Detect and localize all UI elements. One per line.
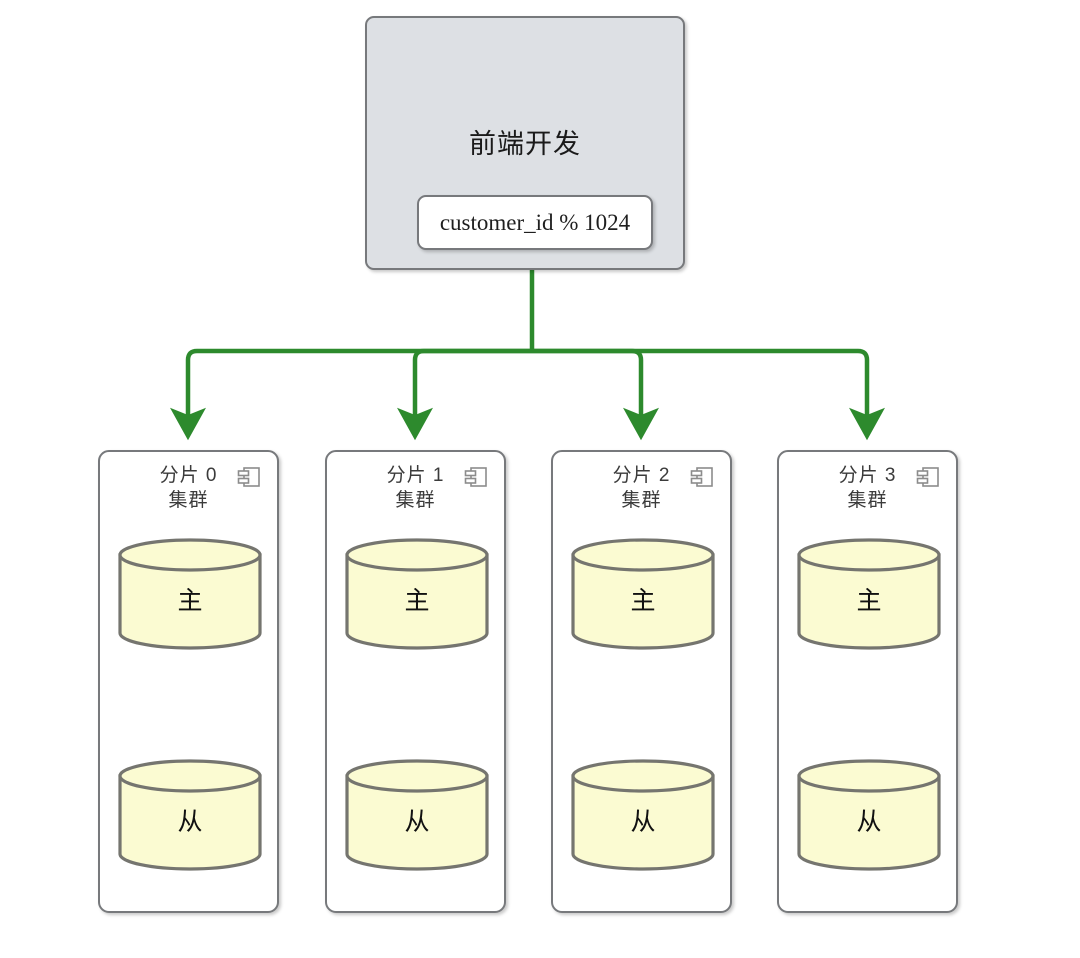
frontend-node[interactable]: 前端开发 customer_id % 1024 — [365, 16, 685, 270]
database-primary-shard-1[interactable]: 主 — [344, 537, 490, 651]
cluster-label-shard-2: 分片 2 集群 — [553, 463, 730, 513]
shard-key-box[interactable]: customer_id % 1024 — [417, 195, 653, 250]
database-primary-label: 主 — [630, 586, 656, 615]
cluster-label-line2: 集群 — [847, 490, 888, 511]
routing-edge-shard-1 — [397, 348, 532, 441]
cluster-label-line2: 集群 — [168, 490, 209, 511]
cluster-label-line1: 分片 0 — [159, 465, 218, 486]
database-replica-label: 从 — [630, 807, 656, 836]
routing-edge-shard-2 — [532, 348, 659, 441]
database-primary-label: 主 — [404, 586, 430, 615]
database-primary-label: 主 — [177, 586, 203, 615]
cluster-label-shard-1: 分片 1 集群 — [327, 463, 504, 513]
cluster-label-line1: 分片 3 — [838, 465, 897, 486]
database-replica-label: 从 — [177, 807, 203, 836]
database-replica-label: 从 — [404, 807, 430, 836]
database-replica-label: 从 — [856, 807, 882, 836]
cluster-label-shard-3: 分片 3 集群 — [779, 463, 956, 513]
frontend-title: 前端开发 — [469, 129, 581, 159]
cluster-label-line1: 分片 2 — [612, 465, 671, 486]
cluster-label-line2: 集群 — [395, 490, 436, 511]
cluster-shard-0[interactable]: 分片 0 集群 主 从 — [98, 450, 279, 913]
component-icon — [916, 467, 939, 487]
database-replica-shard-0[interactable]: 从 — [117, 758, 263, 872]
database-replica-shard-3[interactable]: 从 — [796, 758, 942, 872]
cluster-shard-2[interactable]: 分片 2 集群 主 从 — [551, 450, 732, 913]
component-icon — [464, 467, 487, 487]
database-primary-shard-3[interactable]: 主 — [796, 537, 942, 651]
cluster-label-shard-0: 分片 0 集群 — [100, 463, 277, 513]
cluster-label-line1: 分片 1 — [386, 465, 445, 486]
database-replica-shard-1[interactable]: 从 — [344, 758, 490, 872]
database-primary-shard-2[interactable]: 主 — [570, 537, 716, 651]
routing-edge-shard-0 — [170, 348, 532, 441]
database-replica-shard-2[interactable]: 从 — [570, 758, 716, 872]
component-icon — [690, 467, 713, 487]
routing-edge-shard-3 — [532, 348, 885, 441]
component-icon — [237, 467, 260, 487]
database-primary-shard-0[interactable]: 主 — [117, 537, 263, 651]
cluster-shard-1[interactable]: 分片 1 集群 主 从 — [325, 450, 506, 913]
cluster-label-line2: 集群 — [621, 490, 662, 511]
database-primary-label: 主 — [856, 586, 882, 615]
shard-key-expression: customer_id % 1024 — [439, 209, 631, 235]
cluster-shard-3[interactable]: 分片 3 集群 主 从 — [777, 450, 958, 913]
